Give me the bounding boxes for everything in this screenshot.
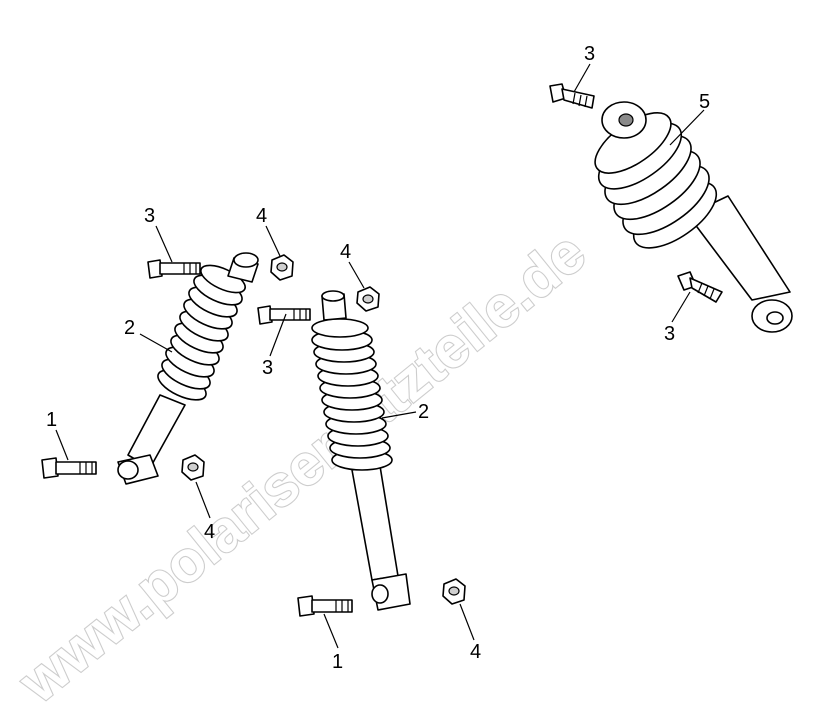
rear-shock-absorber-right	[594, 101, 793, 333]
nut-left-lower	[181, 454, 205, 481]
shock-left-spring	[157, 264, 246, 401]
nut-middle-upper	[356, 286, 380, 312]
callout-5: 5	[699, 91, 710, 113]
callout-3-right-lower: 3	[664, 323, 675, 345]
shock-middle-tube	[351, 465, 399, 581]
callout-4-left-upper: 4	[256, 205, 267, 227]
rear-shock-absorber-middle	[311, 290, 411, 611]
callout-4-middle-upper: 4	[340, 241, 351, 263]
nut-left-upper	[270, 254, 294, 281]
bolt-left-upper	[147, 259, 201, 279]
shock-spring	[594, 112, 718, 249]
bolt-top-right	[549, 83, 595, 109]
bolt-right-lower	[677, 271, 723, 303]
bolt-middle-lower	[297, 595, 353, 617]
callout-4-left-lower: 4	[204, 521, 215, 543]
shock-lower-eye-hole	[766, 311, 784, 325]
callout-1-middle: 1	[332, 651, 343, 673]
shock-left-tube	[127, 394, 186, 469]
bolt-left-lower	[41, 457, 97, 479]
shock-middle-spring	[311, 318, 393, 471]
callout-4-middle-lower: 4	[470, 641, 481, 663]
callout-3-middle-upper: 3	[262, 357, 273, 379]
shock-upper-eye-hole	[618, 113, 634, 127]
callout-2-middle: 2	[418, 401, 429, 423]
callout-labels: 3 5 3 3 4 4 2 3 2 1 4 1 4	[46, 43, 710, 673]
nut-middle-lower	[442, 578, 466, 605]
callout-2-left: 2	[124, 317, 135, 339]
rear-shock-absorber-left	[117, 252, 259, 485]
callout-3-left-upper: 3	[144, 205, 155, 227]
bolt-middle-upper	[257, 305, 311, 325]
callout-3-top-right: 3	[584, 43, 595, 65]
leader-lines	[55, 63, 705, 649]
callout-1-left: 1	[46, 409, 57, 431]
